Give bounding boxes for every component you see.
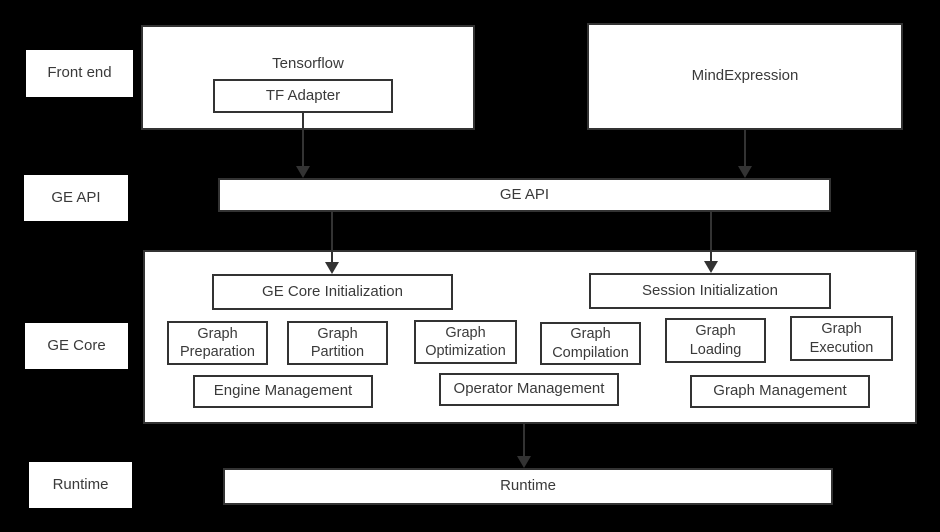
operator-management-box: Operator Management — [439, 373, 619, 406]
row-label-front-end: Front end — [26, 50, 133, 97]
runtime-bar: Runtime — [223, 468, 833, 505]
graph-optimization-box: Graph Optimization — [414, 320, 517, 364]
mindexpression-box: MindExpression — [587, 23, 903, 130]
row-label-ge-core: GE Core — [25, 323, 128, 369]
graph-management-box: Graph Management — [690, 375, 870, 408]
graph-loading-box: Graph Loading — [665, 318, 766, 363]
session-initialization-box: Session Initialization — [589, 273, 831, 309]
engine-management-box: Engine Management — [193, 375, 373, 408]
graph-execution-box: Graph Execution — [790, 316, 893, 361]
ge-api-bar: GE API — [218, 178, 831, 212]
row-label-runtime: Runtime — [29, 462, 132, 508]
graph-preparation-box: Graph Preparation — [167, 321, 268, 365]
graph-compilation-box: Graph Compilation — [540, 322, 641, 365]
tf-adapter-box: TF Adapter — [213, 79, 393, 113]
row-label-ge-api: GE API — [24, 175, 128, 221]
ge-core-initialization-box: GE Core Initialization — [212, 274, 453, 310]
tensorflow-label: Tensorflow — [272, 55, 344, 72]
tensorflow-container — [141, 25, 475, 130]
graph-partition-box: Graph Partition — [287, 321, 388, 365]
